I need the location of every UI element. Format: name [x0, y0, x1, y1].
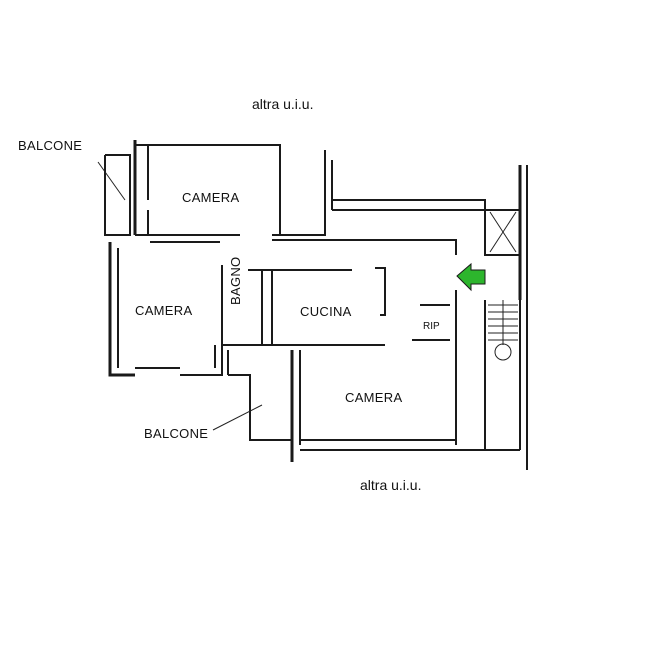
staircase-icon — [488, 300, 518, 361]
room-left-label: CAMERA — [135, 303, 193, 318]
storage-label: RIP — [423, 321, 440, 332]
room-bottom-label: CAMERA — [345, 390, 403, 405]
top-neighbor-label: altra u.i.u. — [252, 96, 314, 112]
kitchen-label: CUCINA — [300, 304, 352, 319]
bottom-neighbor-label: altra u.i.u. — [360, 477, 422, 493]
exterior-walls — [104, 140, 528, 470]
balcony-left-pointer — [97, 161, 126, 201]
balcony-bottom-label: BALCONE — [144, 426, 209, 441]
entrance-arrow-icon — [456, 262, 486, 292]
balcony-left-label: BALCONE — [18, 138, 83, 153]
room-top-label: CAMERA — [182, 190, 240, 205]
bathroom-label: BAGNO — [228, 256, 243, 305]
balcony-bottom-pointer — [212, 404, 263, 431]
